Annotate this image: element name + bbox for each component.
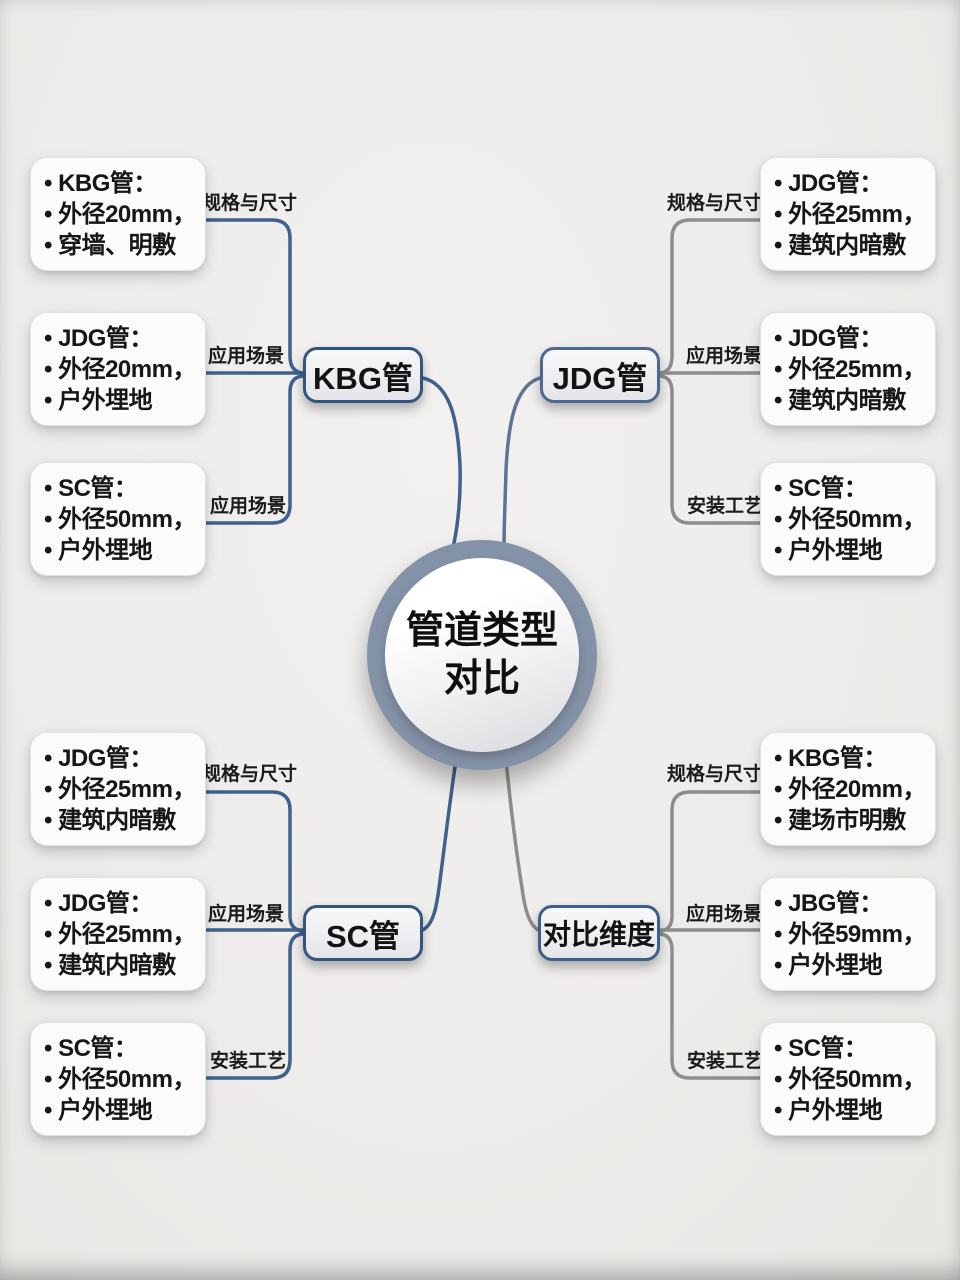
leaf-text: • KBG管： [774,745,887,772]
leaf-text: • 户外埋地 [774,1097,883,1124]
leaf-card[interactable]: • JBG管： • 外径59mm， • 户外埋地 [760,877,936,991]
leaf-text: • JDG管： [774,170,883,197]
leaf-text: • JDG管： [774,325,883,352]
leaf-text: • 建筑内暗敷 [44,952,176,979]
connector-sc-leaf3 [204,932,305,1080]
leaf-text: • 外径25mm， [44,921,196,948]
leaf-text: • 外径20mm， [44,201,196,228]
connector-dim-leaf3 [658,932,762,1080]
branch-node-label: SC管 [325,918,401,954]
leaf-card[interactable]: • KBG管： • 外径20mm， • 穿墙、明敷 [30,157,206,271]
leaf-card[interactable]: • JDG管： • 外径25mm， • 建筑内暗敷 [760,312,936,426]
leaf-text: • 建筑内暗敷 [774,387,906,414]
leaf-text: • 外径25mm， [774,356,926,383]
leaf-text: • 户外埋地 [44,1097,153,1124]
leaf-card[interactable]: • JDG管： • 外径20mm， • 户外埋地 [30,312,206,426]
edge-label: 安装工艺 [687,496,764,517]
branch-node-label: KBG管 [313,360,413,396]
leaf-text: • SC管： [774,475,868,502]
edge-label: 应用场景 [686,904,763,925]
edge-label: 规格与尺寸 [667,764,763,785]
connector-hub-jdg [502,376,542,549]
leaf-text: • JBG管： [774,890,883,917]
leaf-card[interactable]: • SC管： • 外径50mm， • 户外埋地 [30,462,206,576]
leaf-text: • 外径50mm， [774,1066,926,1093]
edge-label: 规格与尺寸 [202,193,298,214]
leaf-card[interactable]: • SC管： • 外径50mm， • 户外埋地 [30,1022,206,1136]
leaf-card[interactable]: • JDG管： • 外径25mm， • 建筑内暗敷 [30,732,206,846]
leaf-text: • JDG管： [44,890,153,917]
connector-kbg-leaf1 [204,218,305,375]
branch-node-jdg[interactable]: JDG管 [540,347,660,403]
connector-hub-kbg [421,376,462,550]
leaf-text: • 外径25mm， [774,201,926,228]
leaf-text: • 建筑内暗敷 [44,807,176,834]
edge-label: 应用场景 [208,346,285,367]
connector-jdg-leaf3 [658,374,762,525]
leaf-card[interactable]: • JDG管： • 外径25mm， • 建筑内暗敷 [30,877,206,991]
leaf-text: • 外径59mm， [774,921,926,948]
leaf-card[interactable]: • KBG管： • 外径20mm， • 建场市明敷 [760,732,936,846]
leaf-text: • 户外埋地 [774,952,883,979]
leaf-text: • 外径25mm， [44,776,196,803]
leaf-text: • 建场市明敷 [774,807,906,834]
leaf-text: • 外径20mm， [44,356,196,383]
leaf-card[interactable]: • SC管： • 外径50mm， • 户外埋地 [760,462,936,576]
edge-label: 应用场景 [208,904,285,925]
leaf-text: • SC管： [774,1035,868,1062]
connector-hub-sc [421,758,458,932]
branch-node-label: 对比维度 [542,919,655,950]
center-title-line1: 管道类型 [405,610,558,652]
leaf-text: • SC管： [44,1035,138,1062]
leaf-text: • KBG管： [44,170,157,197]
leaf-card[interactable]: • SC管： • 外径50mm， • 户外埋地 [760,1022,936,1136]
branch-node-label: JDG管 [552,360,648,396]
leaf-text: • JDG管： [44,325,153,352]
leaf-text: • 穿墙、明敷 [44,232,176,259]
branch-node-sc[interactable]: SC管 [303,905,423,961]
edge-label: 应用场景 [210,496,287,517]
center-hub-face: 管道类型 对比 [385,558,579,752]
leaf-text: • 外径50mm， [44,506,196,533]
center-title-line2: 对比 [443,658,520,700]
leaf-text: • 户外埋地 [774,537,883,564]
branch-node-dim[interactable]: 对比维度 [538,905,660,961]
leaf-text: • 建筑内暗敷 [774,232,906,259]
edge-label: 安装工艺 [687,1051,764,1072]
connector-kbg-leaf3 [204,374,305,525]
leaf-text: • 外径50mm， [44,1066,196,1093]
edge-label: 应用场景 [686,346,763,367]
leaf-text: • 户外埋地 [44,537,153,564]
connector-hub-dim [504,758,540,932]
edge-label: 规格与尺寸 [202,764,298,785]
branch-node-kbg[interactable]: KBG管 [303,347,423,403]
leaf-card[interactable]: • JDG管： • 外径25mm， • 建筑内暗敷 [760,157,936,271]
center-hub[interactable]: 管道类型 对比 [367,540,597,770]
leaf-text: • 外径20mm， [774,776,926,803]
leaf-text: • JDG管： [44,745,153,772]
leaf-text: • 户外埋地 [44,387,153,414]
leaf-text: • 外径50mm， [774,506,926,533]
edge-label: 安装工艺 [210,1051,287,1072]
leaf-text: • SC管： [44,475,138,502]
connector-jdg-leaf1 [658,218,762,375]
edge-label: 规格与尺寸 [667,193,763,214]
